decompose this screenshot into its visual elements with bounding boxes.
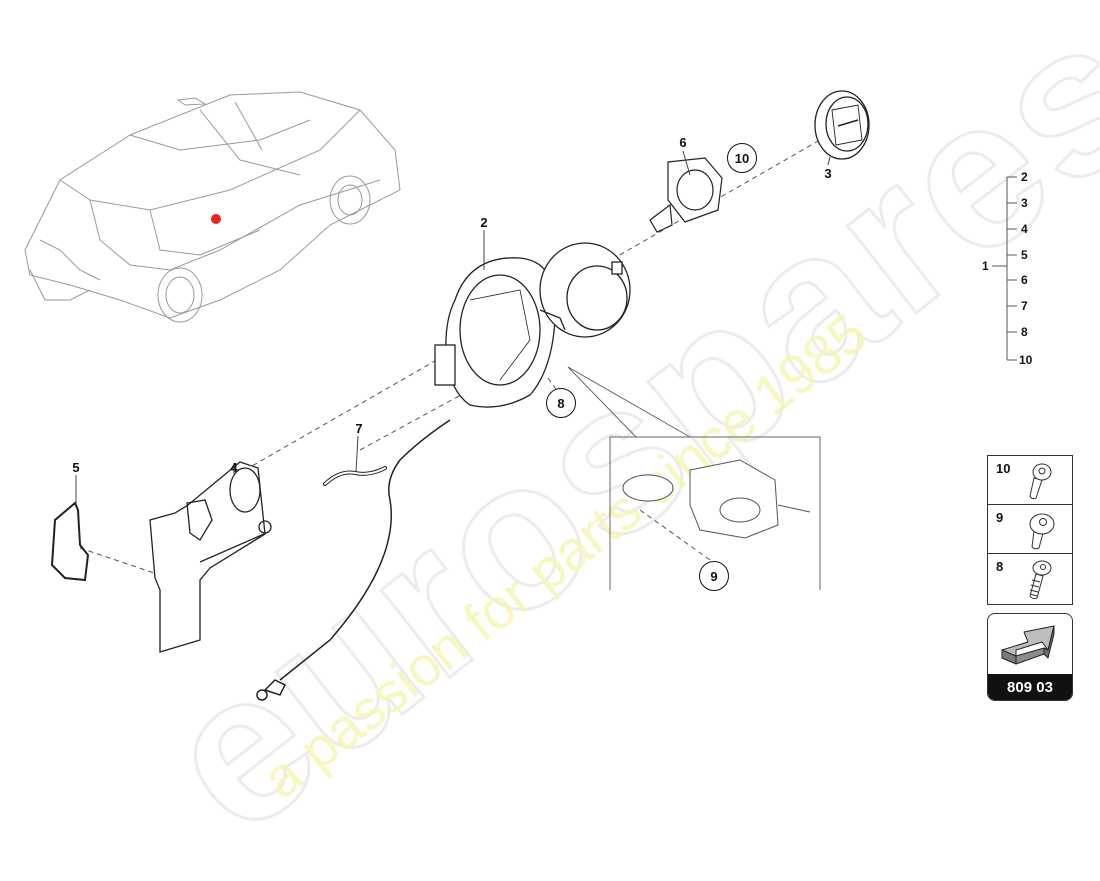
- part-3-fuel-cap: [814, 90, 870, 160]
- assembly-child-6[interactable]: 6: [1021, 273, 1028, 287]
- callout-part-6[interactable]: 6: [679, 135, 687, 150]
- fastener-number: 9: [996, 510, 1004, 525]
- callout-part-2[interactable]: 2: [480, 215, 488, 230]
- callout-part-4[interactable]: 4: [230, 460, 238, 475]
- callout-part-7[interactable]: 7: [355, 421, 363, 436]
- pan-head-bolt-icon: [1029, 463, 1052, 500]
- callout-fastener-10[interactable]: 10: [727, 143, 757, 173]
- assembly-child-8[interactable]: 8: [1021, 325, 1028, 339]
- fastener-legend: 10 9 8: [987, 455, 1073, 605]
- callout-part-5[interactable]: 5: [72, 460, 80, 475]
- detail-view-actuator: [622, 459, 811, 539]
- countersunk-screw-icon: [1029, 560, 1052, 600]
- fuel-flap-door: [539, 242, 631, 338]
- assembly-child-10[interactable]: 10: [1019, 353, 1033, 367]
- assembly-child-2[interactable]: 2: [1021, 170, 1028, 184]
- callout-part-3[interactable]: 3: [824, 166, 832, 181]
- release-cable: [256, 419, 451, 701]
- fastener-row-9[interactable]: 9: [988, 505, 1072, 554]
- flange-head-bolt-icon: [1029, 513, 1055, 550]
- part-5-seal: [50, 501, 90, 582]
- part-4-bracket: [149, 461, 272, 653]
- diagram-reference-box: 809 03: [987, 613, 1073, 701]
- assembly-child-3[interactable]: 3: [1021, 196, 1028, 210]
- assembly-child-7[interactable]: 7: [1021, 299, 1028, 313]
- part-2-fuel-flap-housing: [434, 257, 557, 408]
- callout-fastener-9[interactable]: 9: [699, 561, 729, 591]
- part-6-filler-neck: [649, 157, 723, 233]
- exploded-parts-diagram: [24, 90, 1017, 701]
- callout-fastener-8[interactable]: 8: [546, 388, 576, 418]
- fastener-row-10[interactable]: 10: [988, 456, 1072, 505]
- fastener-number: 10: [996, 461, 1011, 476]
- assembly-child-5[interactable]: 5: [1021, 248, 1028, 262]
- fuel-flap-location-marker: [211, 214, 221, 224]
- fastener-number: 8: [996, 559, 1004, 574]
- detail-view-frame: [567, 366, 821, 590]
- fastener-row-8[interactable]: 8: [988, 554, 1072, 603]
- assembly-parent-label[interactable]: 1: [982, 259, 989, 273]
- assembly-child-4[interactable]: 4: [1021, 222, 1028, 236]
- car-overview-illustration: [24, 91, 401, 323]
- arrow-3d-icon: [1001, 625, 1055, 665]
- diagram-reference-code: 809 03: [988, 674, 1072, 700]
- assembly-tree-bracket: [992, 176, 1017, 361]
